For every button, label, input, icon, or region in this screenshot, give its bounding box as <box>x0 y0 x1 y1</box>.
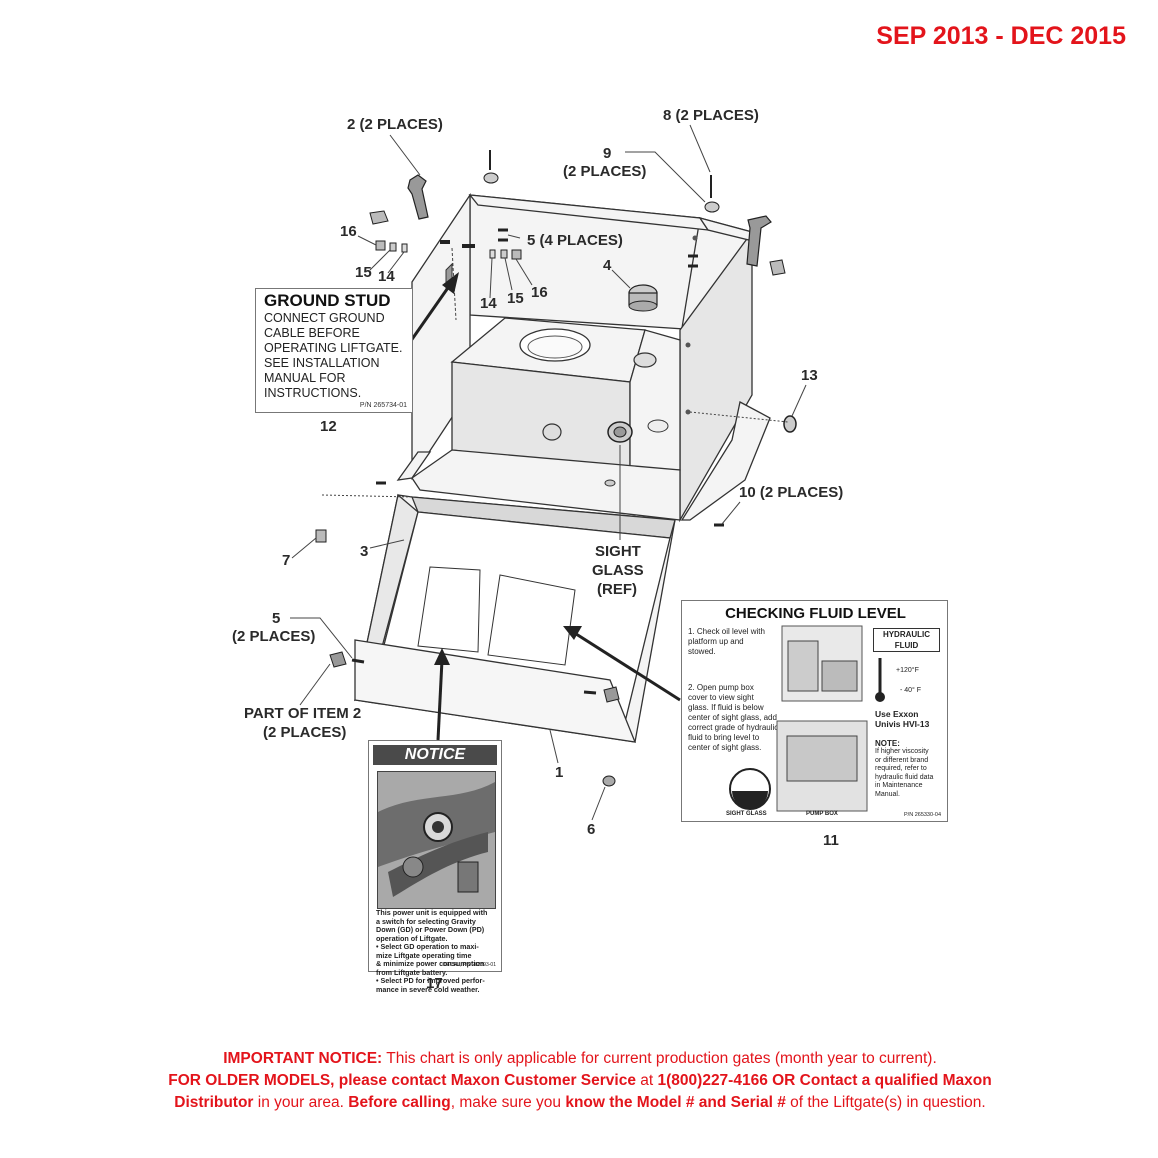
callout-9: 9 <box>603 145 611 162</box>
notice-line-2: FOR OLDER MODELS, please contact Maxon C… <box>60 1070 1100 1092</box>
arrows <box>406 272 681 741</box>
ground-decal-body: CONNECT GROUND CABLE BEFORE OPERATING LI… <box>264 311 403 400</box>
notice-line-2-bold-2: 1(800)227-4166 OR Contact a qualified Ma… <box>657 1072 992 1089</box>
ground-decal-pn: P/N 265734-01 <box>359 402 407 409</box>
sight-glass-caption: SIGHT GLASS <box>726 811 767 817</box>
temp-low: - 40° F <box>900 687 922 694</box>
date-range: SEP 2013 - DEC 2015 <box>876 22 1126 50</box>
notice-line-3-end: of the Liftgate(s) in question. <box>785 1094 986 1111</box>
callout-5-four: 5 (4 PLACES) <box>527 232 623 249</box>
sight-glass-label-1: SIGHT <box>595 543 641 560</box>
notice-line-1-rest: This chart is only applicable for curren… <box>382 1050 937 1067</box>
sight-glass-label-2: GLASS <box>592 562 644 579</box>
notice-line-3-bold-2: Before calling <box>348 1094 451 1111</box>
notice-line-3-bold-1: Distributor <box>174 1094 254 1111</box>
note-title: NOTE: <box>875 739 900 748</box>
ground-decal-title: GROUND STUD <box>264 291 391 310</box>
callout-labels: 2 (2 PLACES) 8 (2 PLACES) 9 (2 PLACES) 1… <box>232 107 843 992</box>
notice-decal: NOTICE This power unit is equipped with … <box>368 740 502 993</box>
notice-line-1: IMPORTANT NOTICE: This chart is only app… <box>60 1048 1100 1070</box>
note-body: If higher viscosity or different brand r… <box>875 748 934 798</box>
callout-17: 17 <box>426 975 443 992</box>
callout-3: 3 <box>360 543 368 560</box>
sight-glass-label-3: (REF) <box>597 581 637 598</box>
callout-15-right: 15 <box>507 290 524 307</box>
notice-line-2-mid: at <box>635 1072 658 1089</box>
notice-line-3-bold-3: know the Model # and Serial # <box>565 1094 786 1111</box>
callout-9-places: (2 PLACES) <box>563 163 646 180</box>
fluid-decal-title: CHECKING FLUID LEVEL <box>725 605 906 622</box>
notice-header: NOTICE <box>373 745 497 765</box>
ground-stud-decal: GROUND STUD CONNECT GROUND CABLE BEFORE … <box>255 288 413 413</box>
fluid-decal-pn: P/N 265330-04 <box>904 812 941 818</box>
callout-6: 6 <box>587 821 595 838</box>
notice-line-3-mid-2: , make sure you <box>450 1094 566 1111</box>
notice-line-3: Distributor in your area. Before calling… <box>60 1092 1100 1114</box>
hardware <box>315 150 797 787</box>
callout-4: 4 <box>603 257 612 274</box>
fluid-decal-step2: 2. Open pump box cover to view sight gla… <box>688 683 779 752</box>
important-notice: IMPORTANT NOTICE: This chart is only app… <box>60 1048 1100 1114</box>
notice-line-1-bold: IMPORTANT NOTICE: <box>223 1050 383 1067</box>
temp-high: +120°F <box>896 667 919 674</box>
notice-body: This power unit is equipped with a switc… <box>376 908 488 994</box>
callout-15-left: 15 <box>355 264 372 281</box>
callout-13: 13 <box>801 367 818 384</box>
callout-14-left: 14 <box>378 268 395 285</box>
callout-7: 7 <box>282 552 290 569</box>
pump-box-cover <box>354 493 676 743</box>
callout-2: 2 (2 PLACES) <box>347 116 443 133</box>
part-of-item-2-places: (2 PLACES) <box>263 724 346 741</box>
fluid-decal-step1: 1. Check oil level with platform up and … <box>688 627 765 656</box>
callout-14-right: 14 <box>480 295 497 312</box>
callout-16-right: 16 <box>531 284 548 301</box>
notice-line-2-bold-1: FOR OLDER MODELS, please contact Maxon C… <box>168 1072 636 1089</box>
callout-11: 11 <box>823 832 839 849</box>
callout-5-two: 5 <box>272 610 280 627</box>
fluid-decal-illustration <box>729 625 885 812</box>
fluid-level-decal: CHECKING FLUID LEVEL 1. Check oil level … <box>681 600 948 822</box>
notice-pn: DECAL, P/N 282893-01 <box>442 962 496 968</box>
leader-lines <box>290 124 807 821</box>
fluid-type: Use Exxon Univis HVI-13 <box>875 709 930 729</box>
part-of-item-2: PART OF ITEM 2 <box>244 705 361 722</box>
power-unit-photo <box>377 771 496 909</box>
callout-16-left: 16 <box>340 223 357 240</box>
callout-5-two-places: (2 PLACES) <box>232 628 315 645</box>
notice-line-3-mid-1: in your area. <box>253 1094 349 1111</box>
pump-box-caption: PUMP BOX <box>806 811 838 817</box>
hydraulic-fluid-box: HYDRAULIC FLUID <box>873 628 940 652</box>
callout-1: 1 <box>555 764 563 781</box>
callout-8: 8 (2 PLACES) <box>663 107 759 124</box>
callout-12: 12 <box>320 418 337 435</box>
callout-10: 10 (2 PLACES) <box>739 484 843 501</box>
